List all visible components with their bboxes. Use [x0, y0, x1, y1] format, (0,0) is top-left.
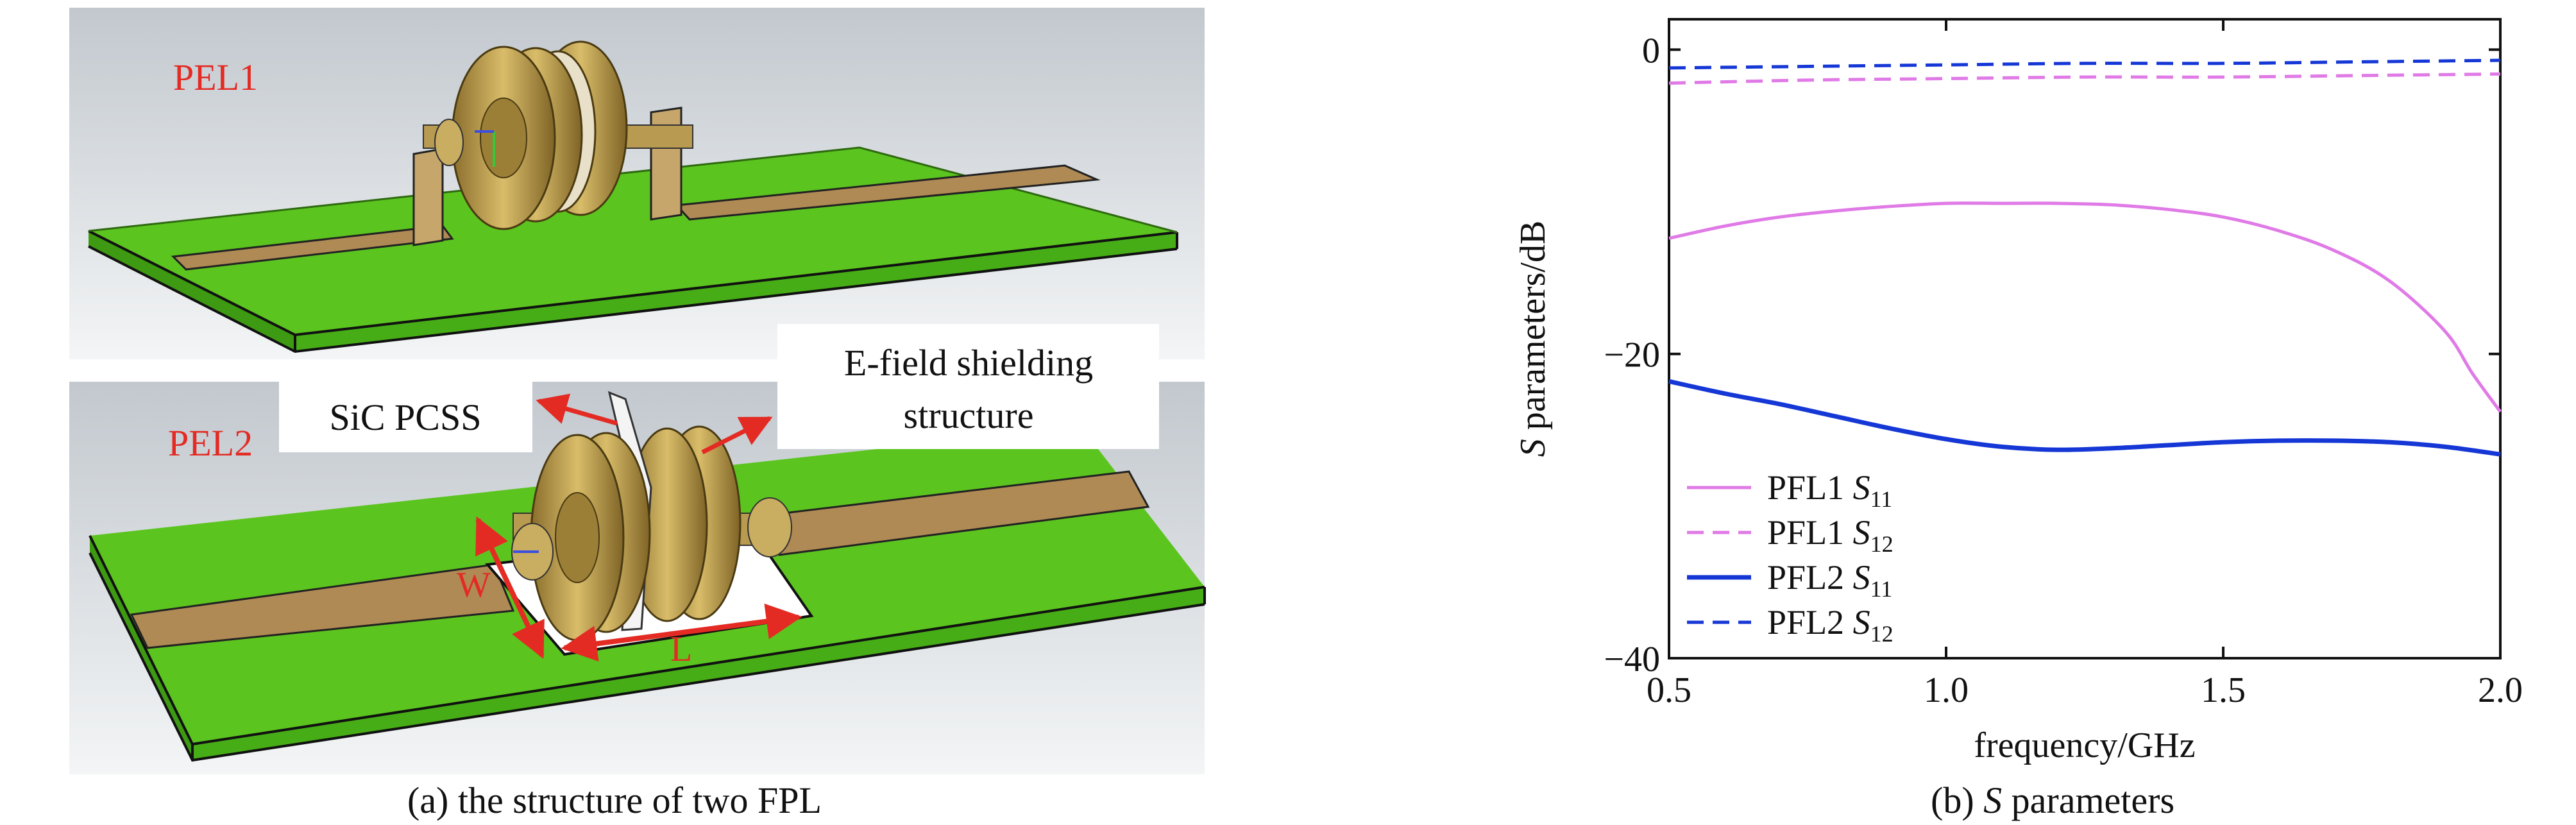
pel1-board-edge-front	[295, 232, 1177, 352]
series-line-3	[1668, 378, 2501, 457]
dimension-l-label: L	[670, 629, 692, 669]
pel2-label: PEL2	[168, 422, 253, 464]
x-axis-label: frequency/GHz	[1974, 726, 2195, 765]
x-tick-label: 1.5	[2201, 670, 2246, 710]
pel1-shaft-end	[434, 119, 464, 166]
pel1-board-edge-left	[89, 231, 295, 352]
pel2-render: W L SiC PCSS E-field shielding structure…	[69, 324, 1206, 774]
series-line-2	[1668, 72, 2501, 85]
legend-label-1: PFL1 S11	[1767, 468, 1892, 512]
x-tick-label: 1.0	[1924, 670, 1969, 710]
pel1-strip-left	[171, 225, 454, 271]
pel1-label: PEL1	[173, 56, 258, 98]
legend-label-2: PFL1 S12	[1767, 513, 1894, 557]
dimension-w-arrow	[475, 516, 545, 659]
tick-layer: 0.5 1.0 1.5 2.0 0 −20 −40	[1604, 19, 2523, 710]
series-line-1	[1668, 201, 2502, 413]
series-line-4	[1668, 58, 2501, 70]
legend-label-3: PFL2 S11	[1767, 558, 1892, 602]
shield-callout-line1: E-field shielding	[844, 342, 1093, 384]
dimension-l-arrow	[561, 603, 802, 662]
pel2-shaft-end-right	[747, 497, 792, 557]
shield-callout-arrow	[701, 416, 773, 455]
dimension-w-label: W	[457, 565, 491, 605]
legend-label-4: PFL2 S12	[1767, 603, 1894, 647]
x-tick-label: 2.0	[2478, 670, 2523, 710]
shield-callout-line2: structure	[904, 395, 1034, 436]
series-layer	[1668, 58, 2502, 457]
y-axis-label: S parameters/dB	[1513, 221, 1553, 457]
caption-a: (a) the structure of two FPL	[407, 779, 822, 821]
pel2-board-edge-left	[90, 536, 192, 760]
y-tick-label: −20	[1604, 336, 1660, 375]
shield-callout-box	[777, 324, 1159, 449]
y-tick-label: −40	[1604, 640, 1660, 679]
pcss-callout-arrow	[536, 393, 618, 426]
pcss-callout-box	[279, 382, 532, 452]
plot-frame	[1668, 18, 2502, 659]
figure-panel-a: PEL1	[0, 0, 1251, 822]
structure-illustration: PEL1	[69, 8, 1206, 774]
pcss-callout-label: SiC PCSS	[329, 396, 481, 438]
caption-b: (b) S parameters	[1931, 779, 2175, 821]
pel1-support-left	[412, 148, 444, 246]
pel1-strip-right	[674, 164, 1101, 221]
pel1-render: PEL1	[69, 8, 1205, 359]
x-tick-label: 0.5	[1647, 670, 1691, 710]
pel2-board-edge-front	[192, 587, 1205, 760]
y-tick-label: 0	[1642, 31, 1660, 71]
